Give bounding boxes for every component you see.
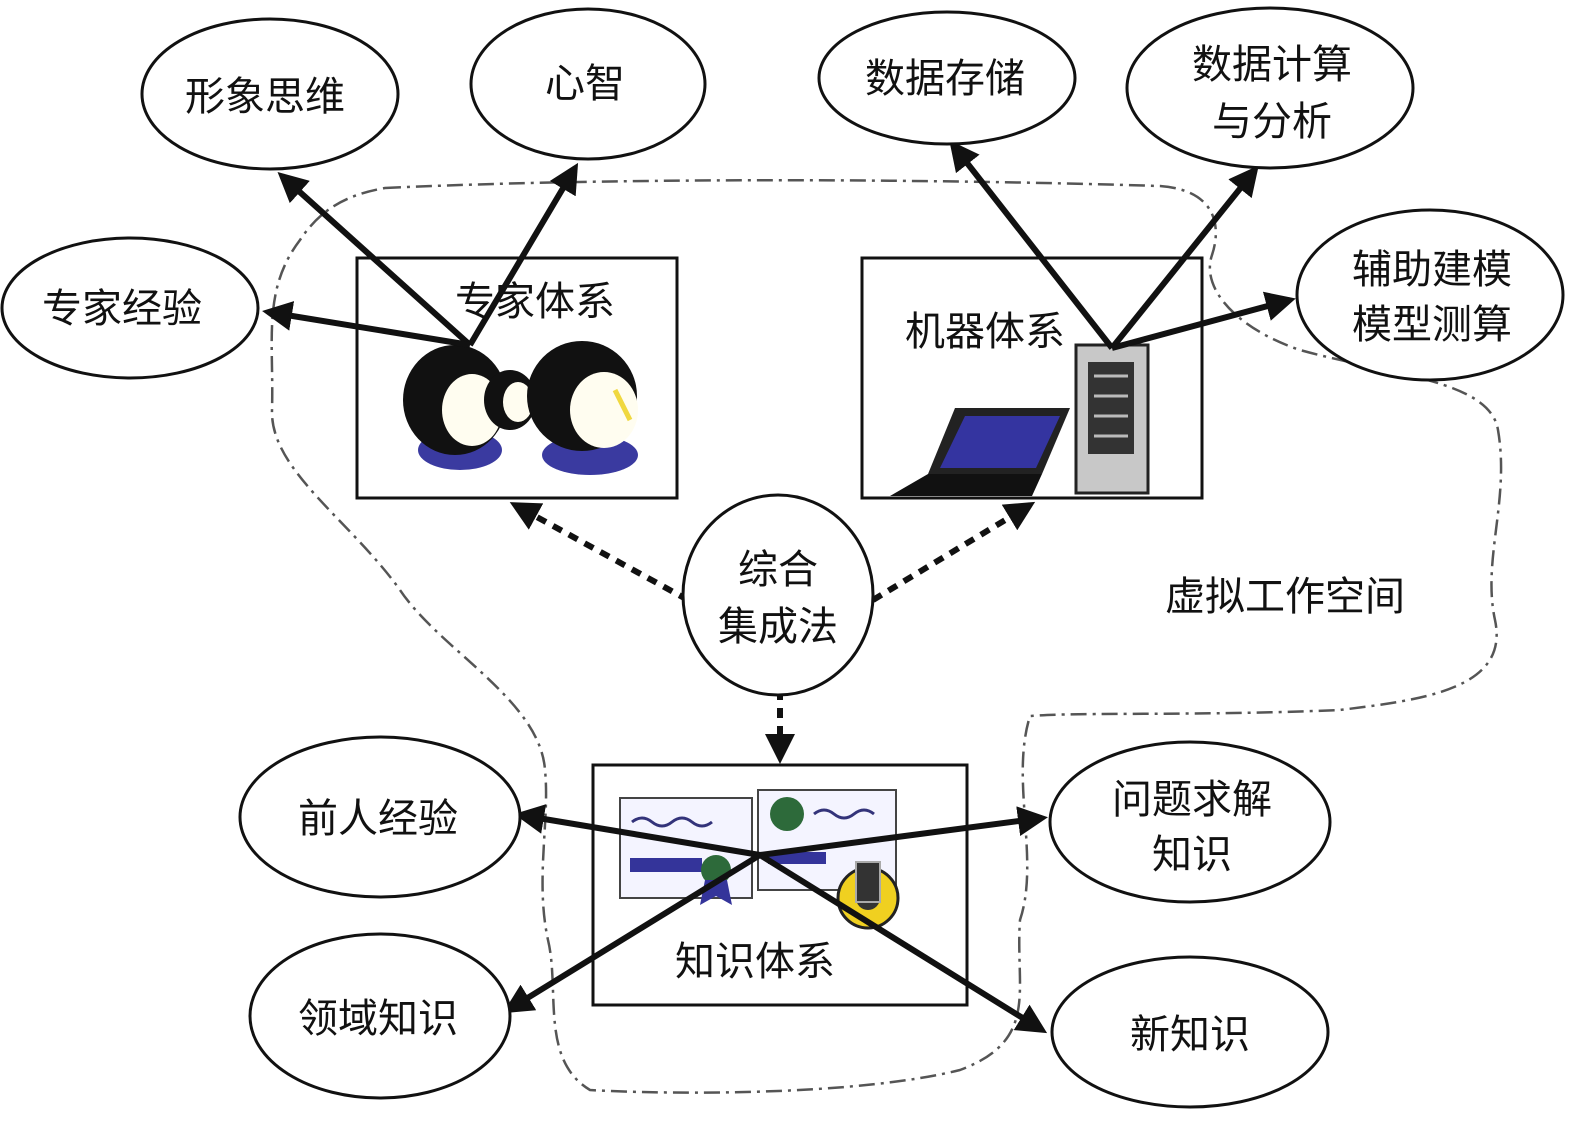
arrow-to-predecessor-experience bbox=[514, 804, 761, 858]
integrated-method-label-line2: 集成法 bbox=[718, 604, 838, 650]
node-new-knowledge bbox=[1050, 955, 1330, 1109]
arrow-to-expert-experience bbox=[262, 301, 471, 348]
expert-heads-icon bbox=[403, 341, 638, 475]
modeling-label-line2: 模型测算 bbox=[1352, 302, 1512, 348]
knowledge-system-label: 知识体系 bbox=[675, 939, 835, 985]
dashed-arrow-to-expert-system bbox=[509, 502, 690, 603]
machine-system-label: 机器体系 bbox=[905, 309, 1065, 355]
imagery-thinking-label: 形象思维 bbox=[185, 74, 345, 120]
arrow-to-modeling bbox=[1111, 291, 1296, 351]
arrow-to-domain-knowledge bbox=[502, 852, 762, 1014]
problem-solving-label-line1: 问题求解 bbox=[1112, 777, 1272, 823]
node-modeling bbox=[1295, 208, 1565, 382]
node-problem-solving bbox=[1048, 740, 1332, 904]
computer-icon bbox=[1074, 343, 1150, 495]
modeling-label-line1: 辅助建模 bbox=[1352, 247, 1512, 293]
node-data-compute bbox=[1125, 6, 1415, 170]
data-storage-label: 数据存储 bbox=[865, 56, 1025, 102]
arrow-to-problem-solving bbox=[759, 806, 1048, 858]
workspace-boundary bbox=[270, 178, 1503, 1094]
node-imagery-thinking bbox=[140, 17, 400, 171]
dashed-arrow-to-machine-system bbox=[871, 501, 1036, 603]
node-mind bbox=[469, 7, 707, 161]
arrow-to-new-knowledge bbox=[758, 852, 1048, 1034]
arrow-to-data-compute bbox=[1109, 165, 1259, 350]
integrated-method-label-line1: 综合 bbox=[738, 547, 818, 593]
node-predecessor-experience bbox=[238, 735, 522, 899]
new-knowledge-label: 新知识 bbox=[1130, 1012, 1250, 1058]
problem-solving-label-line2: 知识 bbox=[1152, 832, 1232, 878]
arrow-to-imagery-thinking bbox=[277, 171, 473, 348]
node-data-storage bbox=[817, 10, 1077, 146]
node-integrated-method bbox=[681, 493, 875, 697]
arrow-to-mind bbox=[467, 162, 579, 347]
node-expert-experience bbox=[0, 236, 260, 380]
mind-label: 心智 bbox=[545, 61, 625, 107]
workspace-label: 虚拟工作空间 bbox=[1165, 574, 1405, 620]
domain-knowledge-label: 领域知识 bbox=[298, 996, 458, 1042]
data-compute-label-line2: 与分析 bbox=[1212, 99, 1332, 145]
expert-system-label: 专家体系 bbox=[455, 279, 615, 325]
predecessor-experience-label: 前人经验 bbox=[298, 796, 458, 842]
expert-experience-label: 专家经验 bbox=[42, 286, 202, 332]
data-compute-label-line1: 数据计算 bbox=[1192, 42, 1352, 88]
node-domain-knowledge bbox=[248, 932, 512, 1100]
laptop-icon bbox=[890, 408, 1070, 496]
arrow-to-data-storage bbox=[949, 140, 1115, 350]
